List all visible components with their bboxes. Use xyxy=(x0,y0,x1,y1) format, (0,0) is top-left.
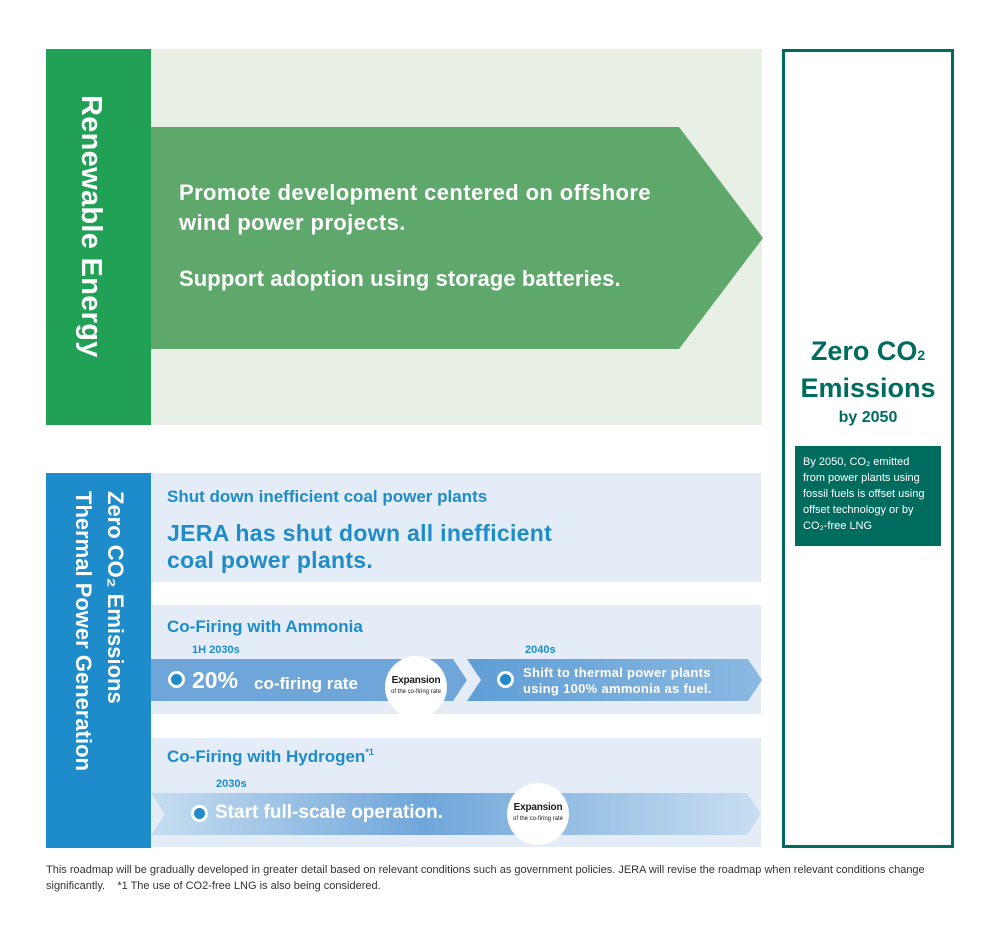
coal-heading: Shut down inefficient coal power plants xyxy=(167,487,488,506)
ammonia-shift-text-content: Shift to thermal power plants using 100%… xyxy=(523,665,712,696)
thermal-label-line2: Thermal Power Generation xyxy=(71,491,96,771)
ammonia-bubble-sub: of the co-firing rate xyxy=(390,689,442,695)
hydrogen-expansion-bubble: Expansion of the co-firing rate xyxy=(507,783,569,845)
renewable-storage-text: Support adoption using storage batteries… xyxy=(179,266,621,291)
ammonia-rate-value: 20% xyxy=(192,667,239,693)
zero-emissions-title: Zero CO2 Emissions xyxy=(782,335,954,405)
zero-emissions-target-year: by 2050 xyxy=(838,409,898,426)
zero-emissions-note: By 2050, CO₂ emitted from power plants u… xyxy=(795,446,941,546)
zero-title-line2: Emissions xyxy=(800,373,936,403)
hydrogen-bubble-sub: of the co-firing rate xyxy=(512,816,564,822)
ammonia-expansion-bubble: Expansion of the co-firing rate xyxy=(385,656,447,718)
ammonia-milestone-2-marker xyxy=(497,671,514,688)
hydrogen-start-text: Start full-scale operation. xyxy=(215,802,444,823)
ammonia-milestone-1-marker xyxy=(168,671,185,688)
hydrogen-year-2030s: 2030s xyxy=(216,778,247,790)
hydrogen-arrow xyxy=(151,793,761,835)
hydrogen-footnote-mark: *1 xyxy=(365,747,374,757)
zero-title-subscript: 2 xyxy=(917,347,926,363)
renewable-label: Renewable Energy xyxy=(75,95,107,358)
ammonia-year-2030s: 1H 2030s xyxy=(192,644,240,656)
zero-title-main: Zero CO xyxy=(810,336,918,366)
hydrogen-heading: Co-Firing with Hydrogen*1 xyxy=(167,747,374,767)
coal-body: JERA has shut down all inefficient coal … xyxy=(167,520,597,574)
thermal-label-line1: Zero CO₂ Emissions xyxy=(103,491,128,704)
renewable-label-bar xyxy=(46,49,151,425)
ammonia-heading: Co-Firing with Ammonia xyxy=(167,617,363,636)
ammonia-bubble-title: Expansion xyxy=(391,675,441,686)
coal-body-text: JERA has shut down all inefficient coal … xyxy=(167,520,553,573)
renewable-arrow xyxy=(151,127,763,349)
hydrogen-bubble-title: Expansion xyxy=(513,802,563,813)
ammonia-rate-label: co-firing rate xyxy=(254,674,358,693)
hydrogen-heading-text: Co-Firing with Hydrogen xyxy=(167,747,366,766)
thermal-label-bar xyxy=(46,473,151,848)
renewable-offshore-wind-text: Promote development centered on offshore… xyxy=(179,180,651,235)
hydrogen-milestone-marker xyxy=(191,805,208,822)
ammonia-year-2040s: 2040s xyxy=(525,644,556,656)
roadmap-footnote: This roadmap will be gradually developed… xyxy=(46,864,928,892)
coal-panel xyxy=(151,473,761,582)
ammonia-shift-text: Shift to thermal power plants using 100%… xyxy=(523,665,748,697)
